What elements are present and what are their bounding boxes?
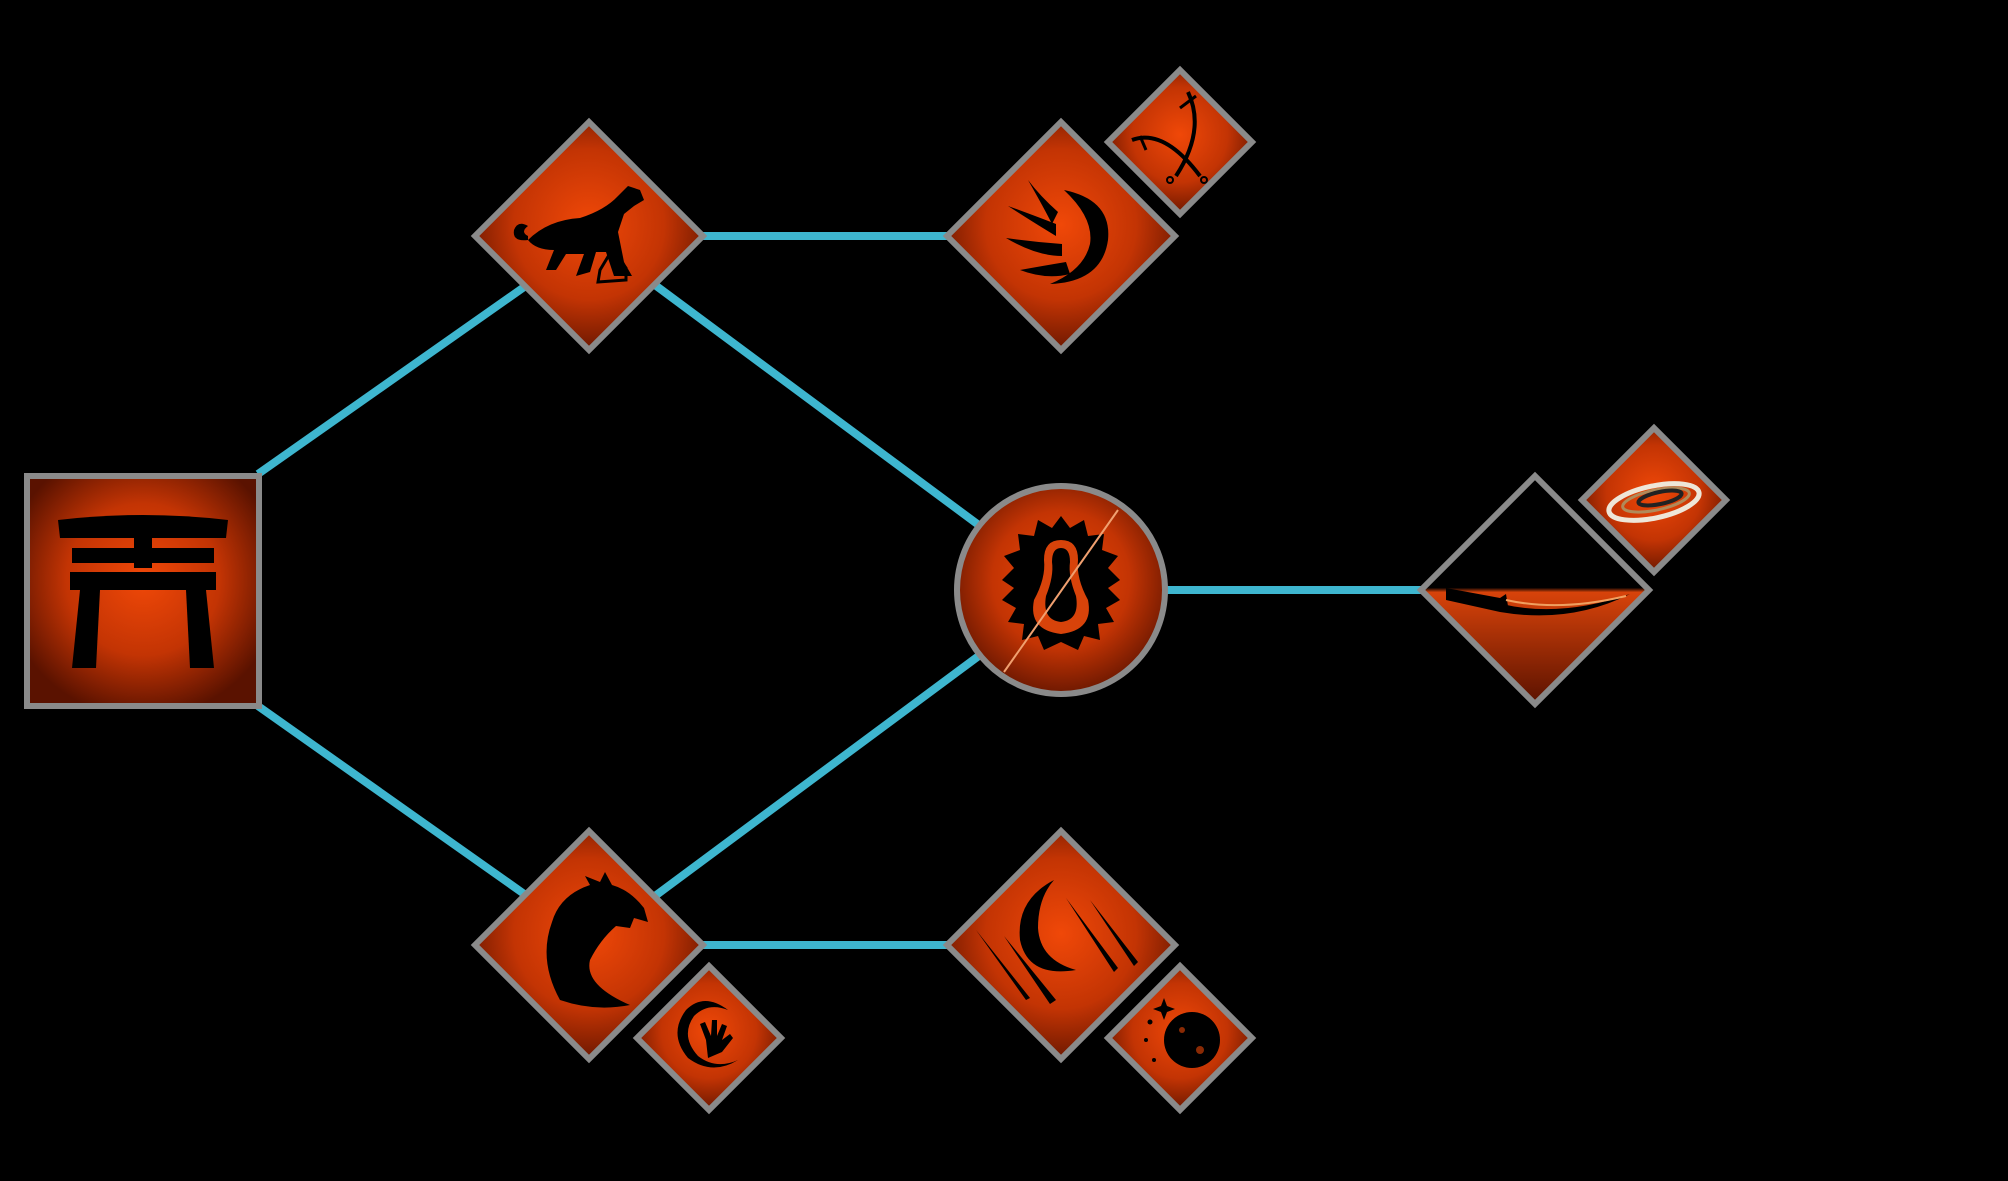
connector-tiger-meditation: [655, 285, 980, 526]
skill-node-torii[interactable]: [27, 476, 259, 706]
connector-dragon-meditation: [655, 655, 980, 896]
skill-node-meditation[interactable]: [957, 486, 1165, 694]
skill-node-tiger[interactable]: [475, 122, 703, 350]
connector-torii-dragon: [258, 706, 527, 896]
connector-torii-tiger: [258, 285, 527, 474]
connector-lines: [258, 236, 1423, 945]
